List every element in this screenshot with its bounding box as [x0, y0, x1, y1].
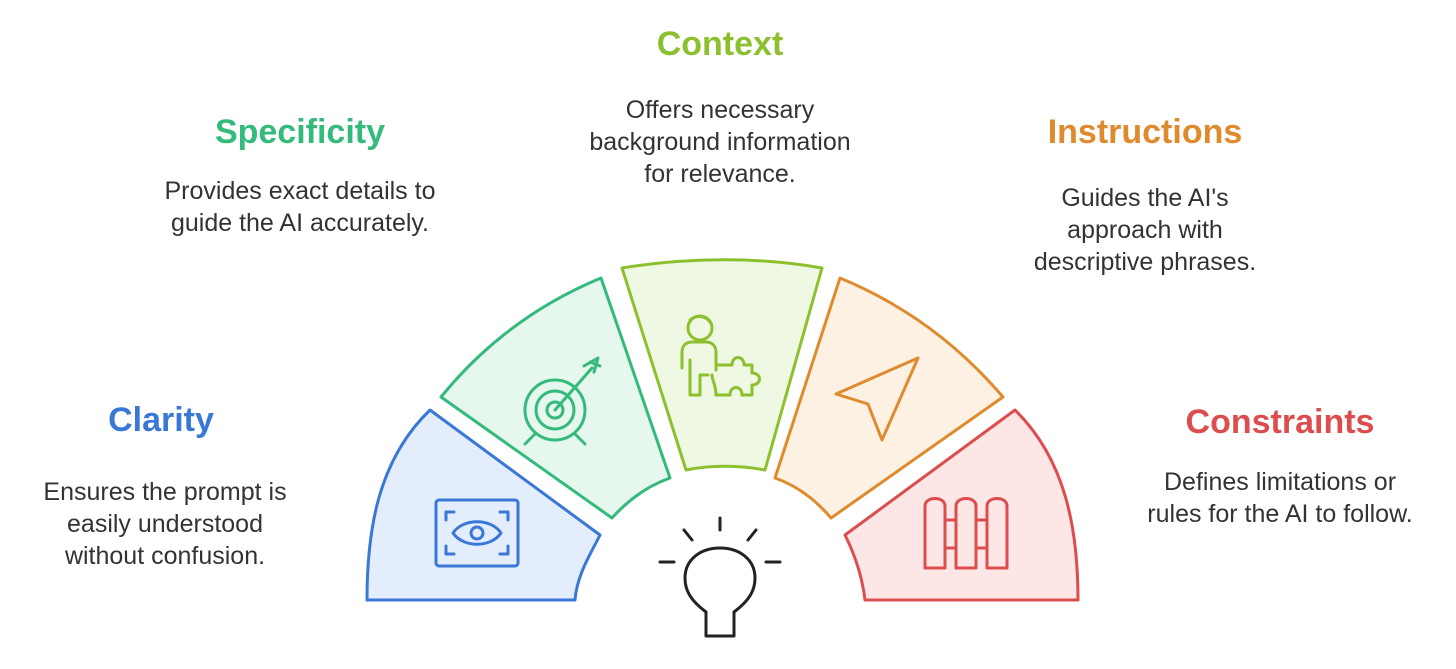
clarity-description: Ensures the prompt is easily understood … [43, 478, 287, 570]
fence-icon [923, 497, 1009, 570]
segment-constraints [843, 408, 1080, 602]
lightbulb-icon [658, 516, 782, 638]
label-context: Context Offers necessary background info… [555, 24, 885, 190]
person-puzzle-icon [680, 314, 761, 397]
constraints-description: Defines limitations or rules for the AI … [1147, 468, 1413, 528]
navigation-arrow-icon [834, 356, 920, 442]
specificity-title: Specificity [214, 113, 386, 151]
specificity-description: Provides exact details to guide the AI a… [164, 177, 436, 237]
clarity-title: Clarity [108, 401, 214, 439]
instructions-title: Instructions [1047, 113, 1243, 151]
segment-clarity [365, 408, 602, 602]
eye-icon [434, 498, 520, 568]
label-specificity: Specificity Provides exact details to gu… [130, 112, 470, 239]
label-constraints: Constraints Defines limitations or rules… [1120, 402, 1440, 530]
segment-instructions [773, 276, 1005, 520]
instructions-description: Guides the AI's approach with descriptiv… [1033, 184, 1257, 276]
constraints-title: Constraints [1185, 403, 1375, 441]
segment-specificity [439, 276, 672, 520]
target-arrow-icon [523, 356, 602, 446]
label-instructions: Instructions Guides the AI's approach wi… [995, 112, 1295, 278]
context-title: Context [656, 25, 784, 63]
label-clarity: Clarity Ensures the prompt is easily und… [10, 400, 320, 572]
context-description: Offers necessary background information … [589, 96, 851, 188]
